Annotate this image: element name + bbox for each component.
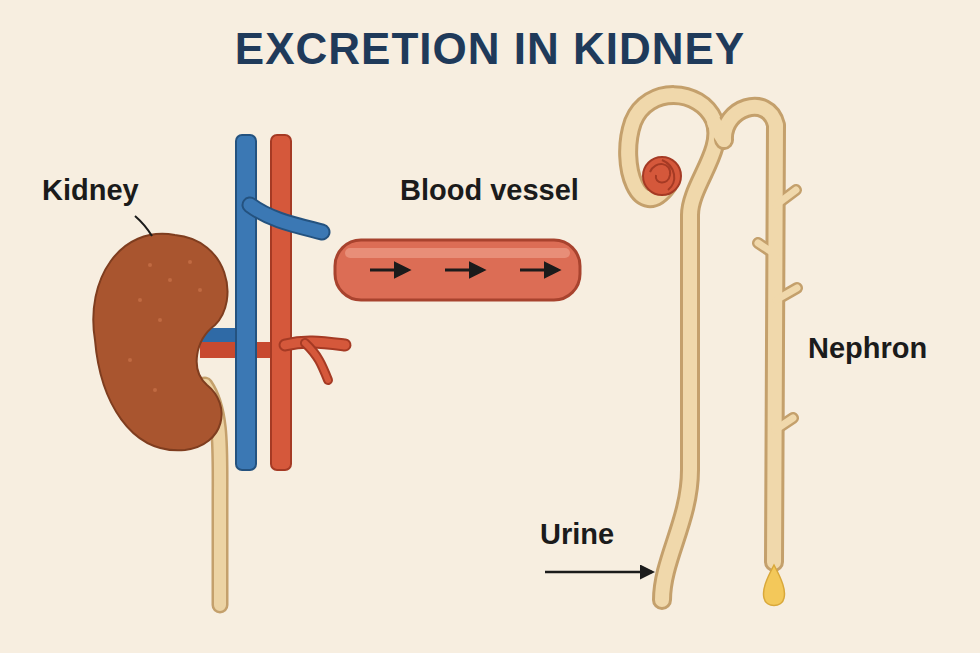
nephron-tubule [628, 95, 797, 600]
part-label: Blood vessel [400, 174, 579, 207]
part-label: Nephron [808, 332, 927, 365]
leader-line [135, 216, 152, 236]
blood-vessel-tube [335, 240, 580, 300]
diagram-title: EXCRETION IN KIDNEY [0, 24, 980, 74]
part-label: Kidney [42, 174, 139, 207]
glomerulus [643, 157, 681, 195]
pointer-arrow [545, 571, 652, 574]
urine-drop [763, 565, 784, 606]
part-label: Urine [540, 518, 614, 551]
kidney-organ [93, 234, 227, 450]
